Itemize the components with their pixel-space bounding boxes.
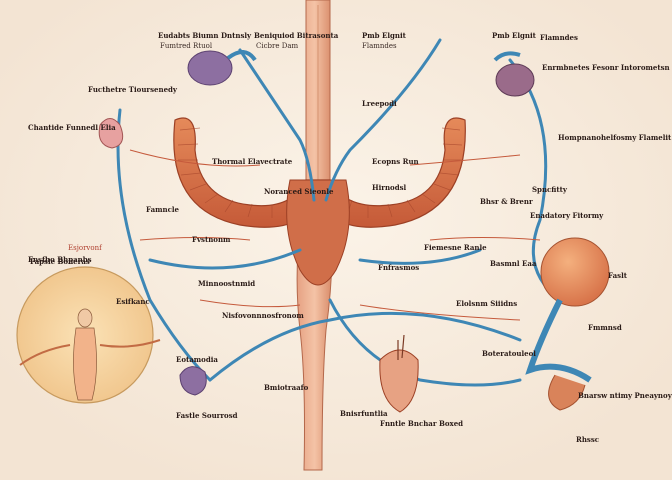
label-bottom-left: Eotamodia [176,355,218,364]
label-lower-mid-2: Elolsnm Siiidns [456,299,518,308]
label-top-center: Beniquiod Bitrasonta [254,31,339,40]
label-left-4: Fvstnonm [192,235,231,244]
label-center-3: Ecopns Run [372,157,419,166]
label-center-1: Lreepodi [362,99,397,108]
left-gland [98,118,124,149]
label-top-left-2: Fumtred Rtuol [160,42,213,50]
label-right-2: Hompnanohelfosmy Flamelit [558,133,672,142]
label-left-1: Fucthetre Tioursenedy [88,85,178,94]
right-ball-organ [525,237,610,411]
label-bottom-right: Bnarsw ntimy Pneaynoy [578,391,672,400]
top-left-organ [187,50,257,86]
label-right-3: Spncfitty [532,185,567,194]
bottom-left-organ [179,366,207,396]
red-nerves [129,149,541,321]
arch-organ [173,117,466,286]
label-far-left: Fnsfho Bhpanbs [28,255,92,264]
label-left-3: Famncle [146,205,179,214]
label-top-center-2: Cicbre Dam [256,42,299,50]
label-left-6: Fapsle Boneras [30,257,90,266]
label-bottom-left-2: Bmiotraafo [264,383,309,392]
label-mid-right: Fiemesne Ranle [424,243,487,252]
label-right-1: Enrmbnetes Fesonr Intorometsn Fonsey [542,63,672,72]
label-right-5: Enadatory Fitormy [530,211,604,220]
label-left-7: Minnoostnmid [198,279,256,288]
label-left-8: Nisfovonnnosfronom [222,311,304,320]
blue-vessels [116,38,562,387]
label-lower-mid: Fnfrasmos [378,263,420,272]
label-center-2: Thormal Elavectrate [212,157,293,166]
label-left-2: Chantide Funnedl Elia [28,123,116,132]
label-right-4: Bhsr & Brenr [480,197,533,206]
figure-inset [16,266,161,404]
label-top-right-2: Flamndes [362,42,397,50]
label-top-right-1: Pmb Elgnit [362,31,406,40]
label-top-left-1: Eudabts Biumn Dntnsly [158,31,252,40]
label-bottom-center: Fastle Sourrosd [176,411,238,420]
label-bottom-center-2: Bnisrfuntlia [340,409,388,418]
bottom-center-organ [379,334,419,413]
label-flamndes: Flamndes [540,33,578,42]
label-far-left-2: Esifkanc [116,297,150,306]
label-bottom-center-3: Fnntle Bnchar Boxed [380,419,464,428]
label-right-ball-2: Fmmnsd [588,323,622,332]
label-right-ball: Faslt [608,271,627,280]
label-top-right-3: Pmb Elgnit [492,31,536,40]
label-center-4: Hirnodsl [372,183,407,192]
label-bottom-right-2: Rhssc [576,435,600,444]
top-right-organ [493,51,535,97]
label-mid-right-2: Basmnl Eaa [490,259,537,268]
label-center-5: Noranced Sieonle [264,187,334,196]
label-left-5: Esjorvonf [68,244,102,252]
label-lower-mid-3: Boteratouleol [482,349,536,358]
